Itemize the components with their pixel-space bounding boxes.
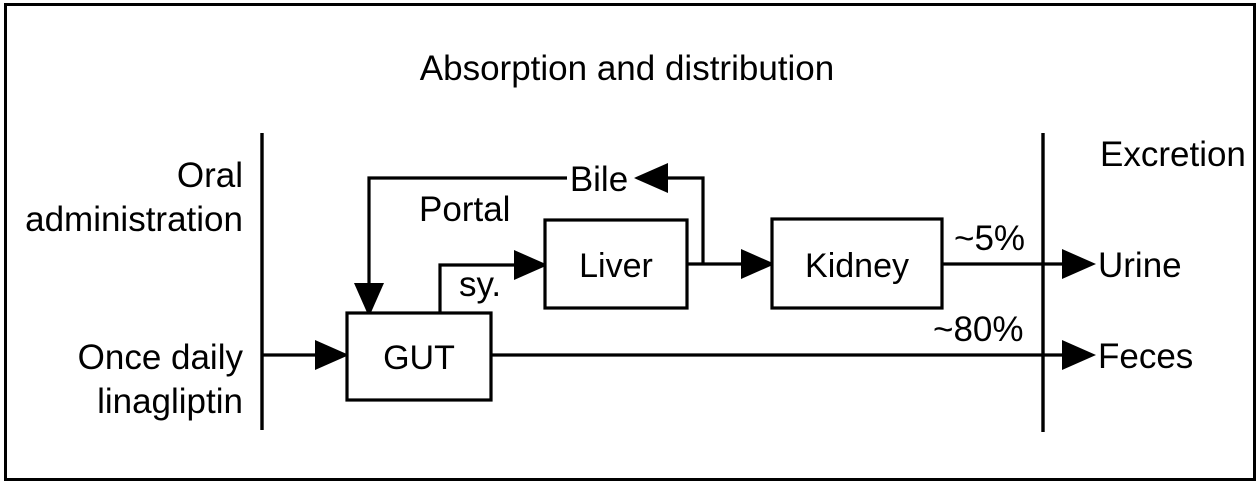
node-label-liver: Liver [579, 247, 653, 285]
bile-edge-from-liver [661, 176, 705, 264]
node-box-gut[interactable] [345, 311, 493, 402]
liver-to-kidney-arrowhead [741, 249, 775, 279]
portal-edge [438, 263, 522, 313]
diagram-title: Absorption and distribution [420, 49, 834, 88]
bile-arrowhead [634, 163, 668, 193]
node-label-kidney: Kidney [805, 247, 909, 285]
urine-arrowhead [1062, 249, 1096, 279]
portal-arrowhead [514, 250, 548, 280]
node-box-kidney[interactable] [770, 217, 944, 310]
feces-fraction-label: ~80% [933, 310, 1024, 349]
diagram-outer-frame [4, 3, 1256, 481]
portal-edge-label-line2: sy. [459, 265, 501, 304]
output-label-feces: Feces [1098, 337, 1193, 376]
urine-fraction-label: ~5% [954, 219, 1025, 258]
dose-label-line1: Once daily [78, 338, 244, 377]
dose-to-gut-arrowhead [315, 340, 349, 370]
bile-edge-label: Bile [570, 160, 628, 199]
oral-administration-label-line2: administration [25, 200, 243, 239]
portal-edge-label-line1: Portal [419, 190, 510, 229]
output-label-urine: Urine [1098, 246, 1182, 285]
oral-administration-label-line1: Oral [177, 156, 243, 195]
excretion-section-title: Excretion [1100, 135, 1246, 174]
dose-label-line2: linagliptin [97, 382, 243, 421]
node-box-liver[interactable] [543, 218, 689, 310]
feces-arrowhead [1062, 340, 1096, 370]
bile-to-gut-arrowhead [354, 283, 384, 317]
node-label-gut: GUT [383, 339, 455, 377]
bile-edge-to-gut [367, 176, 567, 300]
